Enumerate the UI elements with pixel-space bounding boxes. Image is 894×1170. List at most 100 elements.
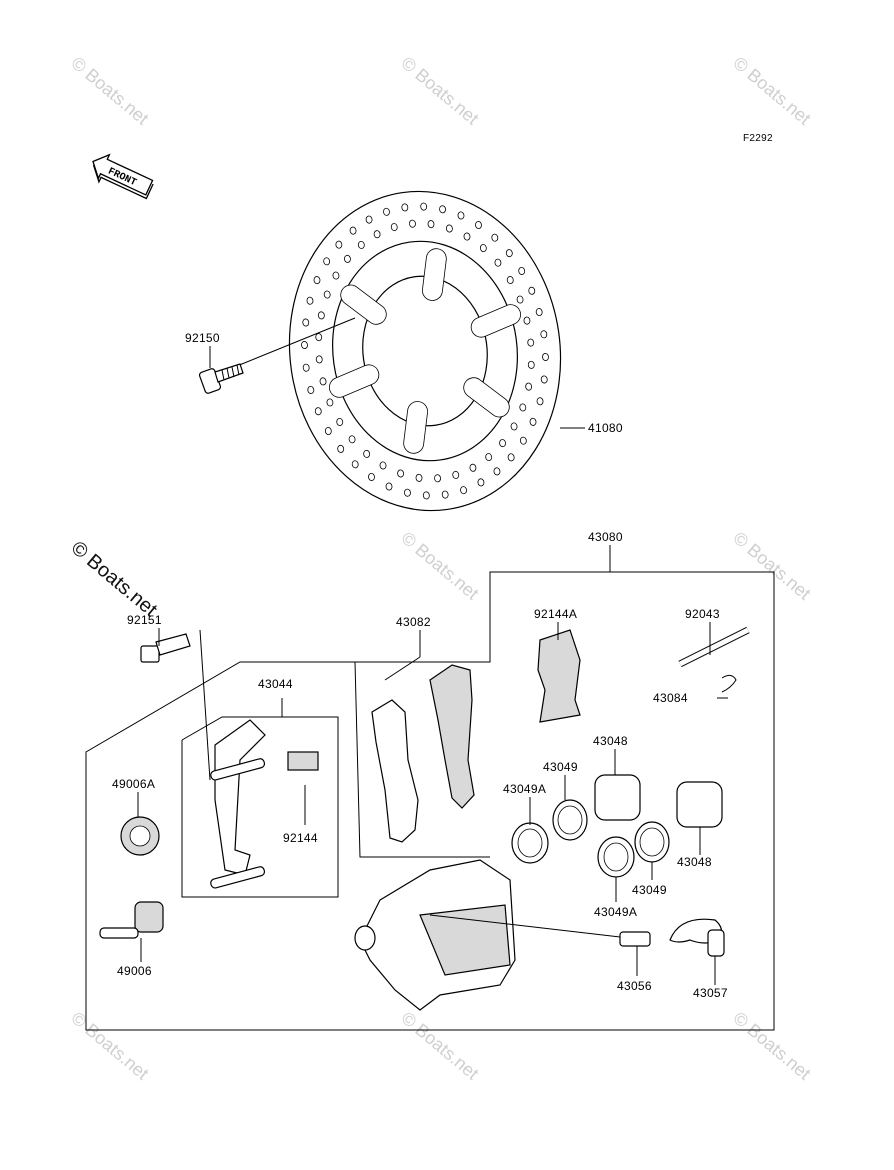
part-label[interactable]: 43056 <box>617 979 652 993</box>
watermark: © Boats.net <box>729 528 814 604</box>
disc-hole <box>506 276 514 285</box>
disc-hole <box>349 226 357 235</box>
disc-holes <box>301 202 549 500</box>
disc-hole <box>313 276 321 285</box>
disc-hole <box>529 417 537 426</box>
part-label[interactable]: 43082 <box>396 615 431 629</box>
disc-hole <box>441 490 449 499</box>
disc-hole <box>516 295 524 304</box>
disc-hole <box>337 444 345 453</box>
disc-hole <box>540 375 548 384</box>
part-label[interactable]: 43049A <box>594 905 637 919</box>
part-label[interactable]: 43080 <box>588 530 623 544</box>
disc-hole <box>323 257 331 266</box>
disc-hole <box>409 219 416 228</box>
disc-hole <box>422 491 430 500</box>
part-label[interactable]: 92151 <box>127 613 162 627</box>
brake-pads <box>371 656 475 843</box>
disc-hole <box>302 363 310 372</box>
disc-hole <box>439 205 446 214</box>
disc-hole <box>363 449 371 458</box>
part-label[interactable]: 43049 <box>543 760 578 774</box>
part-label[interactable]: 43048 <box>593 734 628 748</box>
disc-hole <box>525 382 533 391</box>
front-arrow-icon: FRONT <box>92 153 154 200</box>
disc-hole <box>404 488 411 497</box>
part-label[interactable]: 49006A <box>112 777 155 791</box>
disc-hole <box>542 352 549 361</box>
disc-hole <box>479 244 487 253</box>
disc-hole <box>535 308 543 317</box>
disc-hole <box>301 341 308 350</box>
part-label[interactable]: 43044 <box>258 677 293 691</box>
part-label[interactable]: 49006 <box>117 964 152 978</box>
disc-hole <box>379 461 387 470</box>
disc-hole <box>357 240 365 249</box>
part-label[interactable]: 41080 <box>588 421 623 435</box>
disc-hole <box>434 474 441 483</box>
disc-hole <box>324 427 332 436</box>
disc-slot <box>328 364 380 398</box>
part-labels: 92150 41080 43080 92151 43082 92144A 920… <box>112 331 728 1000</box>
disc-hole <box>505 249 513 258</box>
disc-hole <box>519 436 527 445</box>
brake-disc <box>288 190 562 512</box>
disc-hole <box>523 316 531 325</box>
disc-hole <box>319 377 327 386</box>
caliper-body <box>354 859 621 1011</box>
disc-hole <box>323 290 331 299</box>
disc-hole <box>519 403 527 412</box>
caliper-bolt <box>140 629 211 781</box>
boot <box>120 816 160 856</box>
part-label[interactable]: 43049 <box>632 883 667 897</box>
part-label[interactable]: 92043 <box>685 607 720 621</box>
part-label[interactable]: 92144 <box>283 831 318 845</box>
part-label[interactable]: 43084 <box>653 691 688 705</box>
disc-hole <box>365 215 373 224</box>
disc-slot <box>470 304 522 338</box>
disc-slot <box>403 401 428 454</box>
disc-hole <box>336 417 344 426</box>
disc-hole <box>315 355 323 364</box>
disc-hole <box>368 472 375 481</box>
disc-hole <box>491 233 499 242</box>
part-label[interactable]: 43048 <box>677 855 712 869</box>
caliper-bracket <box>210 719 266 889</box>
disc-hole <box>475 221 482 230</box>
disc-hole <box>385 482 393 491</box>
disc-hole <box>344 254 351 263</box>
disc-hole <box>463 232 471 241</box>
disc-hole <box>452 470 460 479</box>
disc-bolt <box>198 317 356 394</box>
disc-hole <box>527 338 535 347</box>
watermark-dark: © Boats.net <box>67 537 162 621</box>
disc-hole <box>527 360 535 369</box>
watermark: © Boats.net <box>67 53 152 129</box>
disc-hole <box>383 207 390 216</box>
disc-slot <box>463 377 510 418</box>
disc-hole <box>477 478 485 487</box>
part-label[interactable]: 43057 <box>693 986 728 1000</box>
disc-hole <box>445 224 453 233</box>
disc-hole <box>335 240 343 249</box>
pistons <box>511 774 723 878</box>
part-label[interactable]: 43049A <box>503 782 546 796</box>
disc-hole <box>373 230 381 239</box>
disc-hole <box>494 258 502 267</box>
pad-spring <box>287 751 319 825</box>
disc-hole <box>317 311 325 320</box>
disc-hole <box>528 286 536 295</box>
disc-slots <box>328 248 522 454</box>
part-label[interactable]: 92144A <box>534 607 577 621</box>
disc-hole <box>510 422 518 431</box>
figure-code: F2292 <box>743 133 773 144</box>
bracket-box <box>181 716 339 898</box>
disc-hole <box>518 266 526 275</box>
disc-hole <box>348 435 356 444</box>
disc-hole <box>420 202 428 211</box>
watermark: © Boats.net <box>397 53 482 129</box>
part-label[interactable]: 92150 <box>185 331 220 345</box>
disc-hole <box>540 330 548 339</box>
slide-pin <box>99 901 164 939</box>
disc-hole <box>332 271 340 280</box>
